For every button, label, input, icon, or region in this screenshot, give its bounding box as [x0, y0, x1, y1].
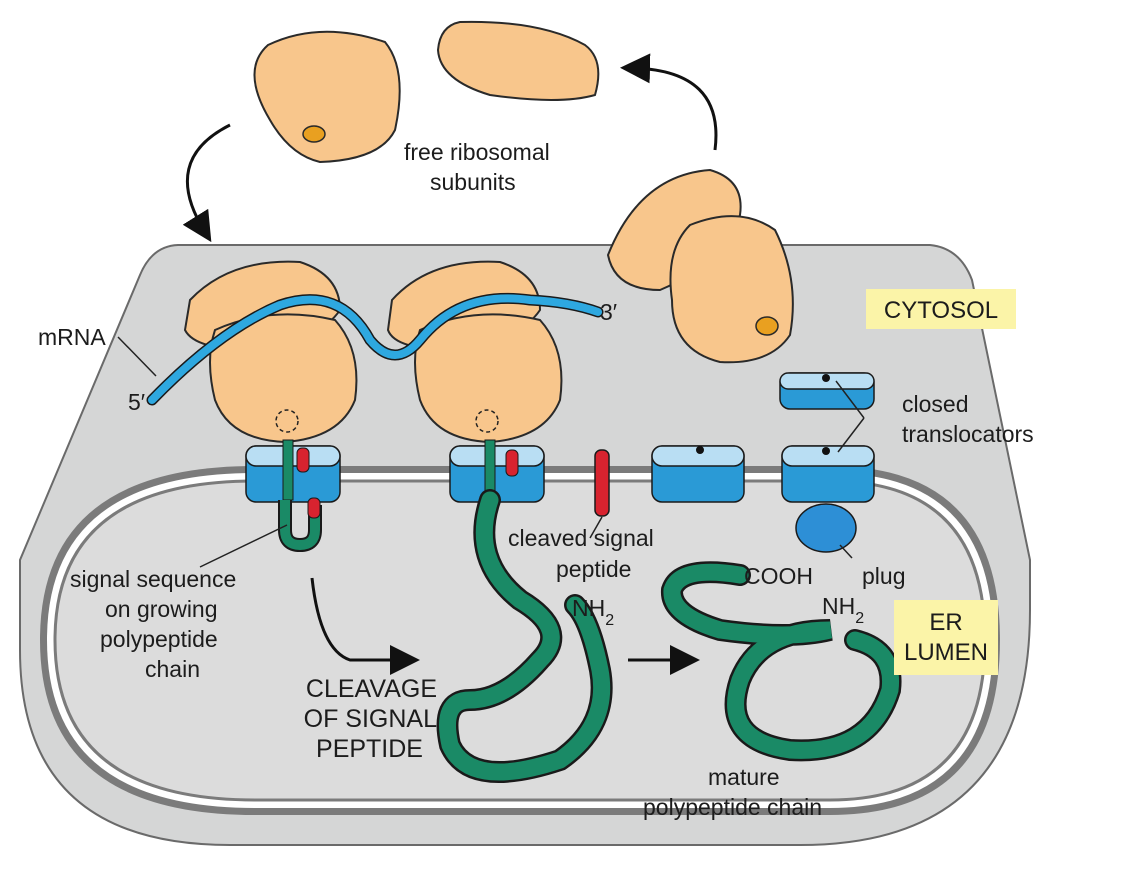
cleavage-label-line2: OF SIGNAL	[304, 705, 437, 733]
translocator-2	[449, 439, 545, 503]
signal-sequence-label-line2: on growing	[105, 596, 218, 622]
er-lumen-label-line1: ER	[929, 609, 962, 636]
plug-label: plug	[862, 563, 905, 589]
cleaved-signal-peptide	[594, 449, 610, 517]
er-lumen-label-line2: LUMEN	[904, 639, 988, 666]
three-prime-label: 3′	[600, 299, 617, 325]
cytosol-label: CYTOSOL	[884, 297, 998, 324]
floating-translocator	[779, 372, 875, 410]
translocator-plug	[795, 503, 857, 553]
cleavage-label-line1: CLEAVAGE	[306, 675, 437, 703]
cleaved-peptide-label-line1: cleaved signal	[508, 525, 654, 551]
mature-label-line1: mature	[708, 764, 780, 790]
releasing-ribosome	[606, 168, 794, 364]
free-subunits-label-line1: free ribosomal	[404, 139, 550, 165]
nh2-left-label: NH2	[572, 595, 614, 629]
free-subunits-label-line2: subunits	[430, 169, 516, 195]
arrow-to-membrane	[182, 123, 231, 243]
signal-sequence-label-line4: chain	[145, 656, 200, 682]
mrna-label: mRNA	[38, 324, 106, 350]
cleaved-peptide-label-line2: peptide	[556, 556, 631, 582]
mature-label-line2: polypeptide chain	[643, 794, 822, 820]
closed-translocators-label-line1: closed	[902, 391, 968, 417]
ribosome-1	[183, 260, 358, 444]
five-prime-label: 5′	[128, 389, 145, 415]
arrow-release	[620, 53, 718, 151]
translocator-1	[245, 439, 341, 553]
free-small-subunit	[436, 20, 600, 101]
cleavage-label-line3: PEPTIDE	[316, 735, 423, 763]
closed-translocator-middle	[651, 445, 745, 503]
er-lumen	[53, 479, 987, 802]
signal-sequence-label-line1: signal sequence	[70, 566, 236, 592]
closed-translocator-right	[781, 445, 875, 553]
er-lumen-highlight	[894, 600, 998, 675]
cleavage-arrow	[310, 577, 420, 675]
closed-translocators-label-line2: translocators	[902, 421, 1034, 447]
cytosol-highlight	[866, 289, 1016, 329]
free-large-subunit	[253, 30, 401, 164]
cooh-label: COOH	[744, 563, 813, 589]
signal-sequence-label-line3: polypeptide	[100, 626, 218, 652]
nh2-right-label: NH2	[822, 593, 864, 627]
